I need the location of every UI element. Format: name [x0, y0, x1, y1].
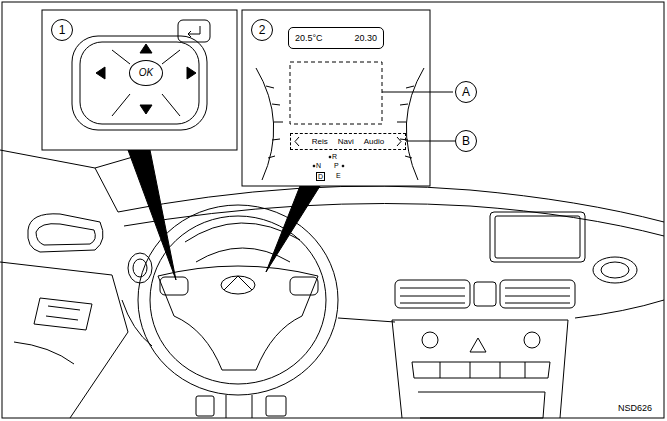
node-text: 2	[259, 24, 266, 36]
gear-letter: E	[336, 172, 341, 179]
indicator-dot	[342, 165, 344, 167]
pad-dividers	[112, 50, 180, 116]
window-switch	[34, 298, 92, 330]
air-vent	[133, 259, 147, 277]
back-button	[178, 20, 210, 42]
control-pad	[72, 36, 207, 130]
dashboard-lower-left	[122, 300, 152, 346]
gauge-ticks	[266, 86, 283, 158]
steering-wheel-inner	[150, 216, 326, 384]
callout-number: 1	[51, 19, 73, 41]
indicator-dot	[329, 156, 331, 158]
display-value: 20.30	[354, 34, 377, 43]
dashboard-lower-mid	[338, 318, 395, 322]
figure-code: NSD626	[618, 404, 652, 413]
pointer-wedge	[128, 150, 176, 280]
leader-line	[406, 141, 455, 142]
inset-frame	[242, 10, 430, 186]
dashboard-lower-right	[575, 300, 664, 318]
chevron-left	[295, 137, 299, 146]
air-vent	[593, 257, 637, 283]
brand-logo	[221, 276, 255, 294]
ok-button: OK	[129, 60, 163, 86]
node-text: B	[462, 135, 470, 147]
steering-switch	[290, 277, 318, 295]
display-value: 20.5°C	[295, 34, 323, 43]
callout-number: 2	[251, 19, 273, 41]
gear-letter: D	[316, 172, 325, 181]
menu-item: Audio	[364, 138, 384, 146]
node-text: OK	[139, 68, 153, 78]
display-area	[290, 62, 382, 124]
gear-letter: P	[334, 162, 339, 169]
menu-item: Navi	[338, 138, 354, 146]
arrow-down	[140, 105, 152, 114]
control-knob	[524, 332, 540, 348]
air-vent	[601, 262, 629, 278]
door-panel	[0, 262, 128, 418]
hazard-button	[470, 338, 486, 352]
steering-switch	[160, 277, 188, 295]
gear-letter: N	[316, 162, 321, 169]
console-tray	[418, 392, 545, 418]
gauge-arc	[406, 68, 424, 180]
inset-frame	[42, 10, 237, 150]
pointer-wedge	[266, 186, 320, 272]
callout-letter: B	[455, 130, 477, 152]
steering-column	[226, 395, 252, 418]
door-handle	[14, 342, 74, 364]
screen-glass	[495, 216, 580, 258]
arrow-right	[187, 67, 196, 79]
menu-item: Reis	[312, 138, 328, 146]
chevron-right	[397, 137, 401, 146]
switch-detail	[46, 306, 80, 320]
node-text: A	[462, 86, 470, 98]
menu-bar: Reis Navi Audio	[290, 133, 406, 150]
clock	[474, 282, 496, 306]
indicator-dot	[313, 165, 315, 167]
center-console	[392, 320, 568, 418]
callout-letter: A	[455, 81, 477, 103]
dashboard-top	[118, 186, 664, 222]
gear-letter: R	[332, 153, 337, 160]
brand-logo-mark	[224, 276, 252, 290]
a-pillar	[0, 150, 118, 212]
side-mirror	[28, 214, 103, 252]
steering-wheel	[138, 205, 338, 395]
control-pad-inner	[80, 42, 199, 124]
steering-hub	[158, 266, 318, 370]
leader-line	[382, 92, 453, 93]
pedal	[196, 396, 214, 416]
center-screen	[490, 212, 585, 262]
button-row	[412, 362, 550, 378]
mirror-glass	[36, 224, 95, 245]
button-dividers	[440, 362, 525, 378]
gauge-arc	[256, 68, 274, 180]
vent-slats	[400, 288, 465, 303]
pedal	[266, 396, 286, 416]
node-text: 1	[59, 24, 66, 36]
arrow-up	[140, 44, 152, 53]
vent-slats	[505, 288, 570, 303]
center-vent	[395, 280, 470, 308]
back-icon	[188, 26, 200, 37]
arrow-left	[96, 67, 105, 79]
control-knob	[422, 332, 438, 348]
center-vent	[500, 280, 575, 308]
status-display: 20.5°C 20.30	[288, 27, 384, 49]
